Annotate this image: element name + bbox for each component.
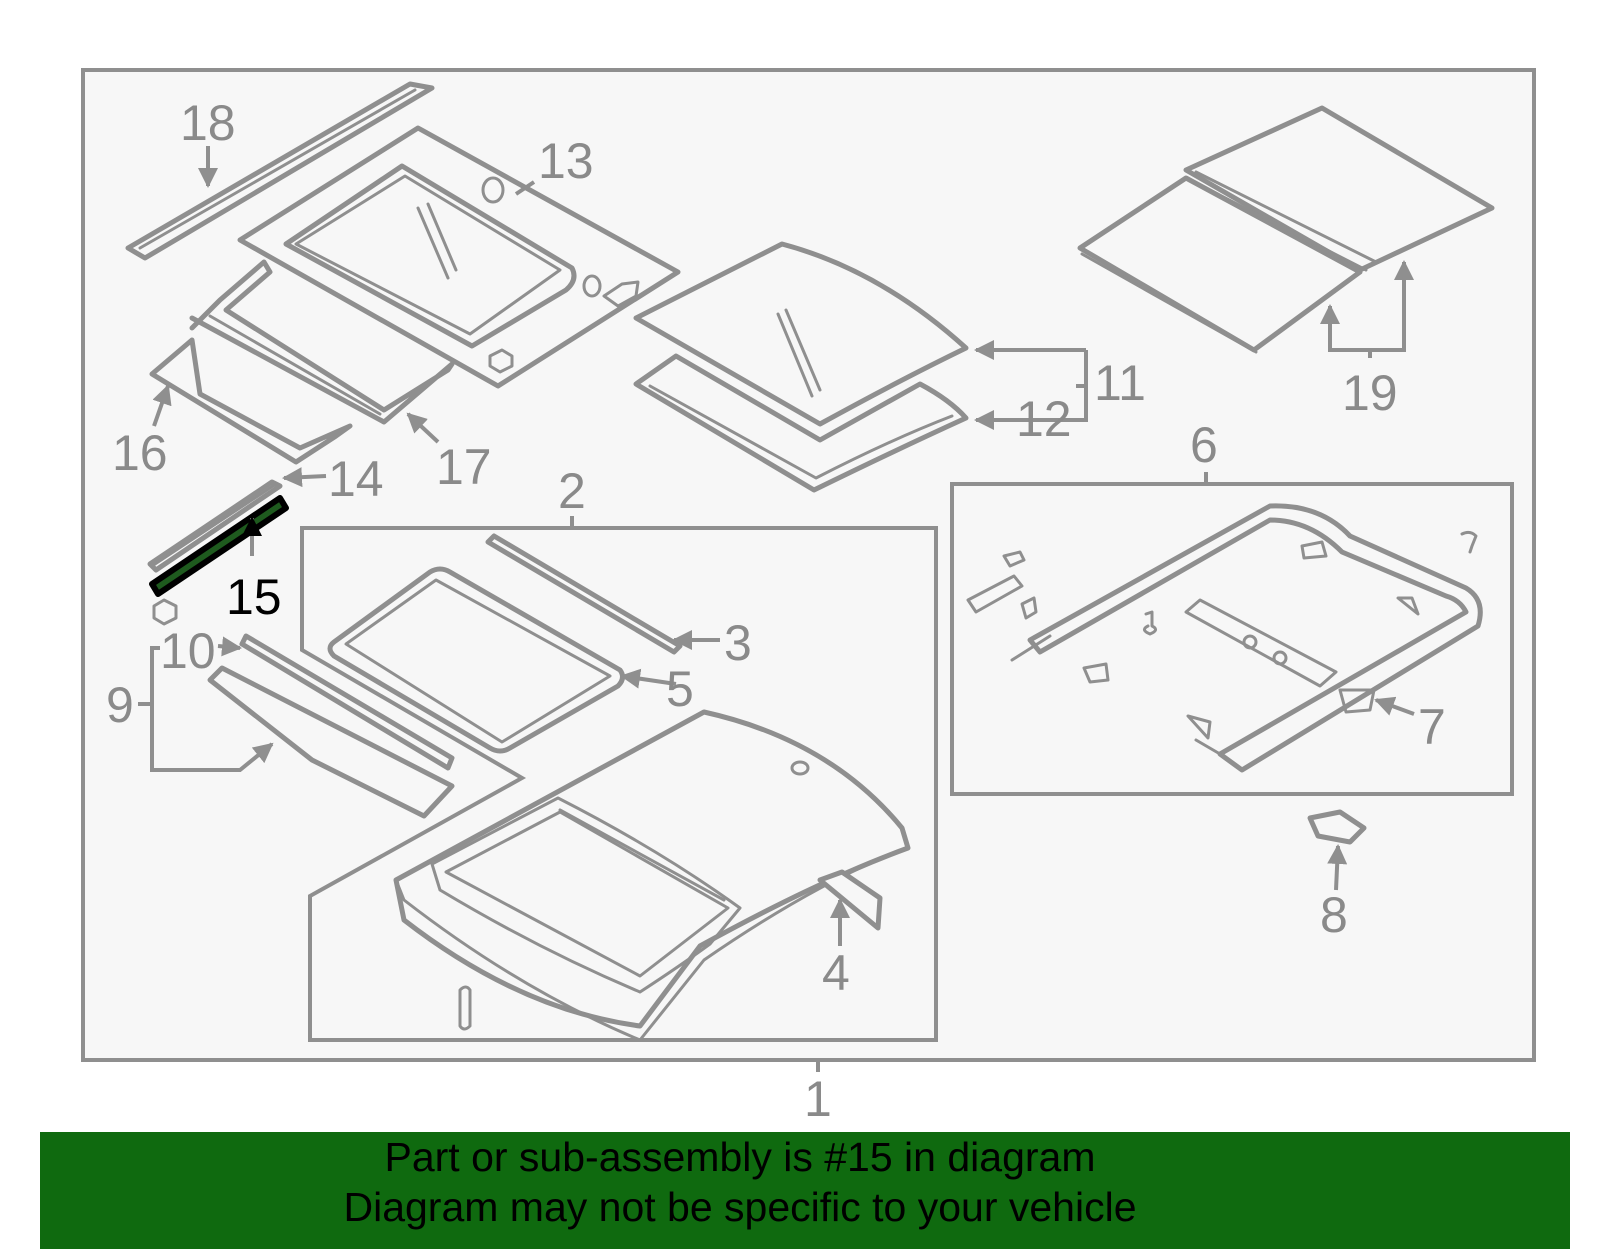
callout-4: 4: [822, 945, 850, 1001]
callout-17: 17: [436, 439, 492, 495]
callout-5: 5: [666, 661, 694, 717]
callout-13: 13: [538, 133, 594, 189]
callout-1: 1: [804, 1071, 832, 1127]
callout-19: 19: [1342, 365, 1398, 421]
callout-18: 18: [180, 95, 236, 151]
callout-16: 16: [112, 425, 168, 481]
part-5-glass: [327, 566, 626, 754]
callout-10: 10: [160, 623, 216, 679]
part-bolt: [458, 985, 472, 1031]
callout-11: 11: [1094, 355, 1146, 411]
callout-7: 7: [1418, 699, 1446, 755]
callout-6: 6: [1190, 417, 1218, 473]
callout-15: 15: [226, 569, 282, 625]
footer-line-1: Part or sub-assembly is #15 in diagram: [384, 1134, 1096, 1180]
part-8-clip: [1307, 809, 1367, 845]
callout-9: 9: [106, 677, 134, 733]
part-18-molding: [125, 81, 435, 261]
callout-14: 14: [328, 451, 384, 507]
part-4-bracket: [817, 869, 883, 931]
leader-lines: [138, 146, 1415, 1072]
part-small-clip: [152, 598, 178, 626]
part-6-frame-assembly: [966, 503, 1483, 773]
callout-8: 8: [1320, 887, 1348, 943]
part-16-shade: [149, 337, 353, 465]
footer-banner: Part or sub-assembly is #15 in diagram D…: [40, 1132, 1570, 1249]
callout-3: 3: [724, 615, 752, 671]
part-13-glass-assembly: [237, 125, 681, 389]
part-12-seal: [633, 353, 969, 493]
callout-2: 2: [558, 463, 586, 519]
footer-line-2: Diagram may not be specific to your vehi…: [343, 1184, 1137, 1230]
part-10-strip: [239, 633, 455, 771]
callout-12: 12: [1016, 391, 1072, 447]
part-9-deflector: [207, 665, 455, 819]
part-14-weatherstrip: [147, 479, 283, 573]
part-19-sunshade: [1077, 105, 1495, 354]
part-17-deflector: [189, 259, 455, 425]
